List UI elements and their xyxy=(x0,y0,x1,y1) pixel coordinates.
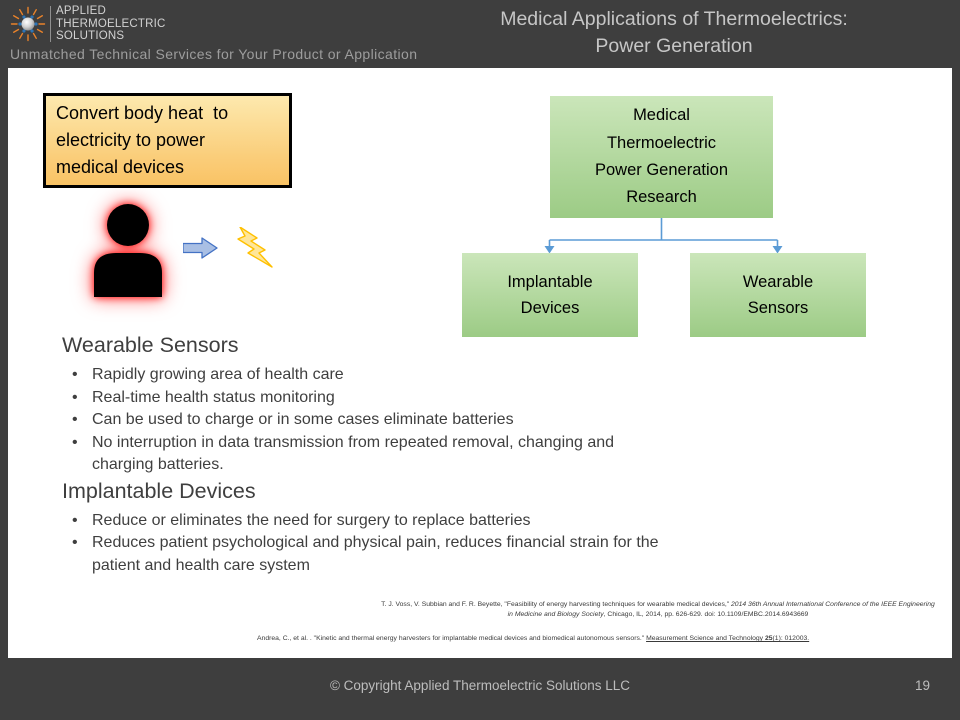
citation-1-journal: 2014 36th Annual International Conferenc… xyxy=(507,601,935,619)
company-name-line3: SOLUTIONS xyxy=(56,30,125,43)
bullet-marker: • xyxy=(72,388,78,406)
person-body-heat-icon xyxy=(94,204,162,297)
citation-2-link[interactable]: Measurement Science and Technology 25(1)… xyxy=(646,635,809,642)
flowchart-connector-lines xyxy=(544,218,783,254)
bullet-text: Reduces patient psychological and physic… xyxy=(92,534,659,574)
company-name: APPLIED THERMOELECTRIC SOLUTIONS xyxy=(56,5,166,43)
citation-1: T. J. Voss, V. Subbian and F. R. Beyette… xyxy=(380,600,936,620)
starburst-logo-icon xyxy=(10,6,46,42)
flowchart-root-box: Medical Thermoelectric Power Generation … xyxy=(550,96,773,218)
flowchart-implantable-box: Implantable Devices xyxy=(462,253,638,337)
bullet-marker: • xyxy=(72,433,78,451)
bullet-item: • Reduces patient psychological and phys… xyxy=(62,532,792,577)
flowchart-wearable-box: Wearable Sensors xyxy=(690,253,866,337)
heading-implantable-devices: Implantable Devices xyxy=(62,478,256,503)
company-name-line2: THERMOELECTRIC xyxy=(56,17,166,30)
page-number: 19 xyxy=(914,678,930,693)
company-tagline: Unmatched Technical Services for Your Pr… xyxy=(10,46,418,62)
company-logo: APPLIED THERMOELECTRIC SOLUTIONS xyxy=(8,4,166,44)
copyright-text: © Copyright Applied Thermoelectric Solut… xyxy=(329,678,631,693)
right-arrow-icon xyxy=(183,237,218,259)
slide-header: APPLIED THERMOELECTRIC SOLUTIONS Unmatch… xyxy=(0,0,960,68)
company-name-line1: APPLIED xyxy=(56,5,106,18)
flowchart-implantable-label: Implantable Devices xyxy=(507,272,593,317)
bullet-marker: • xyxy=(72,411,78,428)
bullet-text: Can be used to charge or in some cases e… xyxy=(92,411,514,428)
callout-box: Convert body heat to electricity to powe… xyxy=(43,93,292,188)
callout-text: Convert body heat to electricity to powe… xyxy=(56,103,229,177)
bullet-marker: • xyxy=(72,511,78,529)
slide-title: Medical Applications of Thermoelectrics:… xyxy=(500,8,848,58)
bullet-marker: • xyxy=(72,534,78,551)
slide-left-border xyxy=(0,0,8,720)
citation-2: Andrea, C., et al. . "Kinetic and therma… xyxy=(257,634,937,644)
bullet-item: • No interruption in data transmission f… xyxy=(62,432,792,477)
slide-right-border xyxy=(952,0,960,720)
bullet-item: • Rapidly growing area of health care xyxy=(62,364,792,387)
bullet-text: No interruption in data transmission fro… xyxy=(92,433,615,474)
flowchart-root-label: Medical Thermoelectric Power Generation … xyxy=(595,106,728,207)
bullet-text: Reduce or eliminates the need for surger… xyxy=(92,511,531,529)
citation-1-tail: , Chicago, IL, 2014, pp. 626-629. doi: 1… xyxy=(603,611,809,619)
bullet-text: Rapidly growing area of health care xyxy=(92,366,344,383)
slide-footer: © Copyright Applied Thermoelectric Solut… xyxy=(0,658,960,720)
bullet-item: • Real-time health status monitoring xyxy=(62,387,792,410)
flowchart-wearable-label: Wearable Sensors xyxy=(742,272,814,317)
heading-wearable-sensors: Wearable Sensors xyxy=(62,333,239,357)
bullet-text: Real-time health status monitoring xyxy=(92,388,335,406)
bullet-item: • Reduce or eliminates the need for surg… xyxy=(62,510,792,533)
citation-2-text: Andrea, C., et al. . "Kinetic and therma… xyxy=(257,635,647,642)
bullet-item: • Can be used to charge or in some cases… xyxy=(62,409,792,432)
citation-2-volume: 25 xyxy=(764,635,773,642)
logo-separator xyxy=(50,6,51,42)
lightning-bolt-icon xyxy=(237,227,273,268)
body-content: Wearable Sensors • Rapidly growing area … xyxy=(62,331,792,577)
citation-1-text: T. J. Voss, V. Subbian and F. R. Beyette… xyxy=(381,601,732,608)
citation-2-issue: (1): 012003. xyxy=(772,635,810,642)
citation-2-journal: Measurement Science and Technology xyxy=(646,635,765,642)
bullet-marker: • xyxy=(72,366,78,383)
